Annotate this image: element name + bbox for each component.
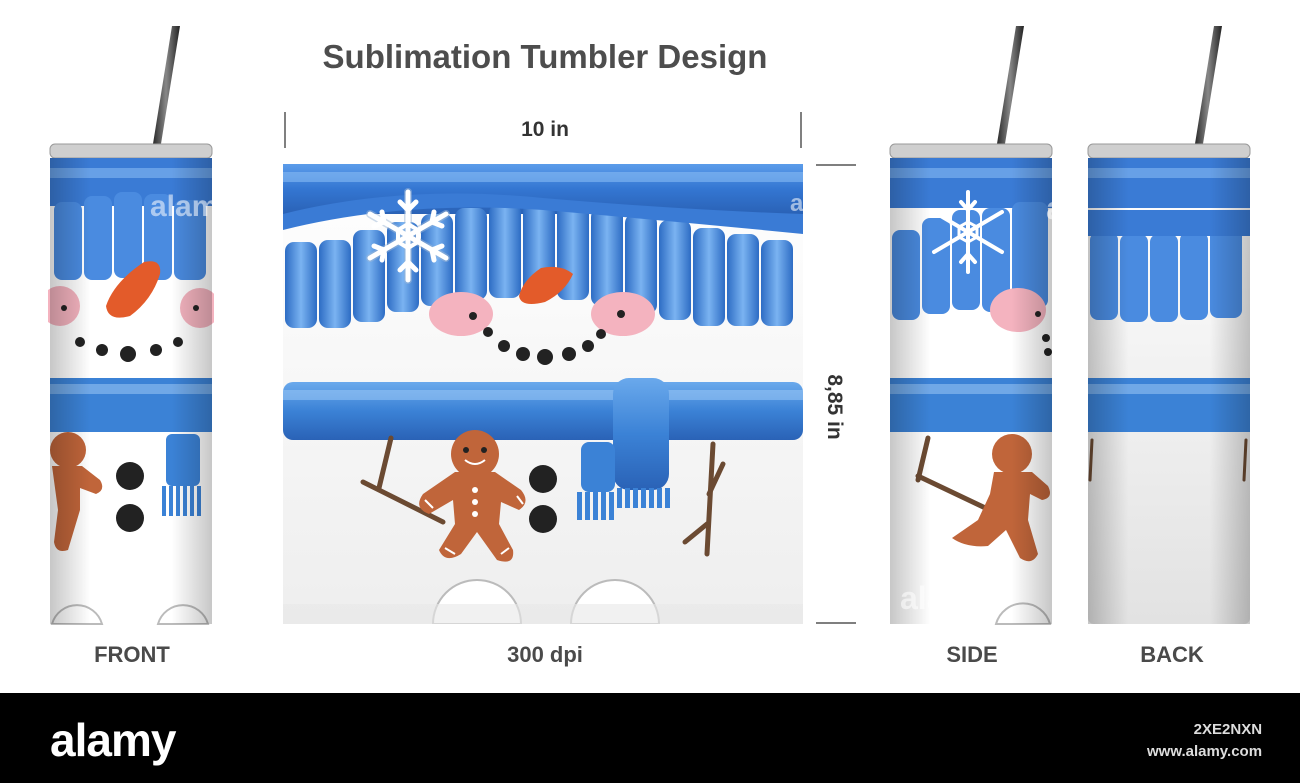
stock-info: 2XE2NXN www.alamy.com bbox=[1147, 719, 1262, 763]
tumbler-straw bbox=[996, 26, 1024, 150]
coal-button bbox=[529, 465, 557, 493]
height-label: 8,85 in bbox=[823, 374, 846, 440]
branch-arms bbox=[360, 435, 726, 557]
back-label: BACK bbox=[1140, 642, 1204, 667]
carrot-nose bbox=[519, 266, 573, 304]
tumbler-straw bbox=[1194, 26, 1222, 150]
footer-logo: alamy bbox=[50, 714, 176, 766]
watermark-mark: alamy bbox=[150, 190, 236, 223]
front-label: FRONT bbox=[94, 642, 170, 667]
page-title: Sublimation Tumbler Design bbox=[322, 38, 768, 75]
smile bbox=[483, 327, 606, 365]
side-label: SIDE bbox=[946, 642, 998, 667]
watermark-mark: alamy bbox=[900, 580, 991, 616]
design-panel bbox=[283, 164, 803, 624]
resolution-label: 300 dpi bbox=[507, 642, 583, 667]
image-id: 2XE2NXN bbox=[1193, 721, 1263, 738]
tumbler-front bbox=[40, 20, 220, 630]
tumbler-side bbox=[888, 20, 1054, 630]
scarf-fringe bbox=[577, 488, 670, 520]
tumbler-straw bbox=[152, 26, 180, 150]
watermark-mark: alamy bbox=[790, 190, 859, 217]
width-label: 10 in bbox=[521, 118, 569, 141]
tumbler-back bbox=[1086, 20, 1252, 630]
dimension-lines bbox=[284, 112, 856, 624]
site-url: www.alamy.com bbox=[1147, 743, 1263, 760]
footer-bar bbox=[0, 693, 1300, 783]
snowflake-icon bbox=[366, 188, 450, 284]
coal-button bbox=[529, 505, 557, 533]
gingerbread-man-icon bbox=[419, 430, 526, 562]
